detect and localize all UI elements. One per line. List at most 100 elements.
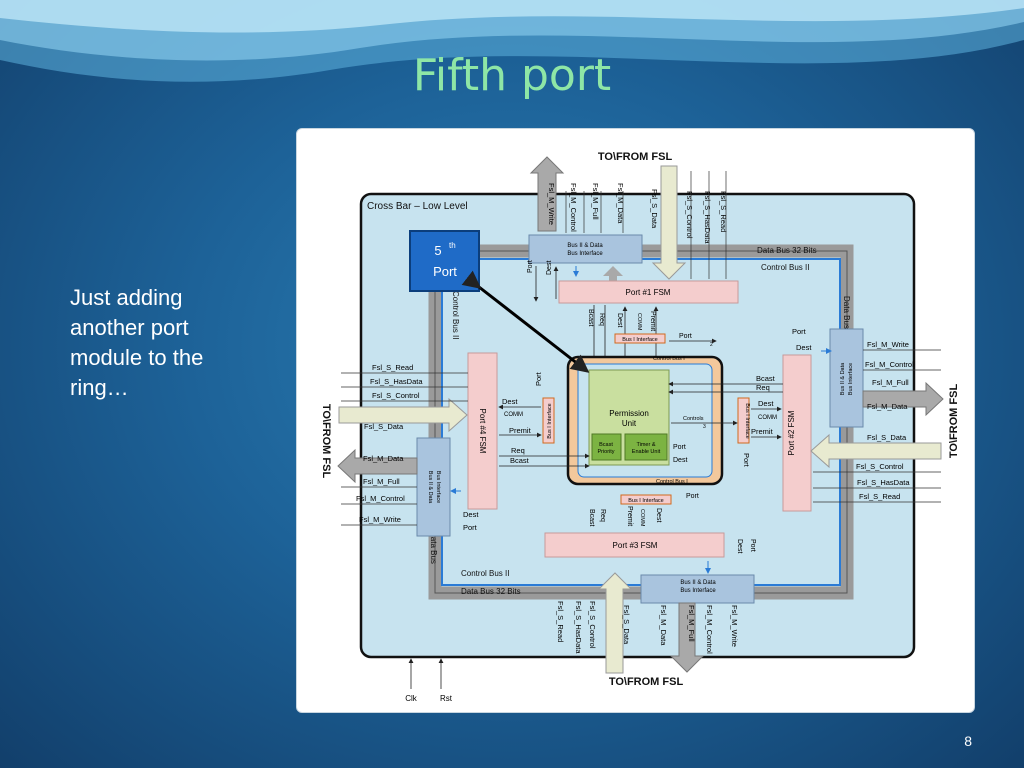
svg-text:Bus I Interface: Bus I Interface <box>622 337 657 343</box>
fsl-left-arrow-in <box>338 397 468 433</box>
svg-text:Fsl_M_Data: Fsl_M_Data <box>363 454 404 463</box>
svg-text:Fsl_M_Data: Fsl_M_Data <box>659 605 668 646</box>
header-wave <box>0 0 1024 82</box>
control-bus-ii-left: Control Bus II <box>451 291 460 339</box>
svg-text:Dest: Dest <box>736 539 743 553</box>
svg-text:Bus Interface: Bus Interface <box>435 471 441 503</box>
svg-text:Timer &: Timer & <box>636 442 655 448</box>
svg-text:Enable Unit: Enable Unit <box>632 449 661 455</box>
svg-text:Dest: Dest <box>546 261 553 275</box>
data-bus-32-top: Data Bus 32 Bits <box>757 246 817 255</box>
svg-text:Dest: Dest <box>673 457 687 464</box>
fsl-top-arrow-in <box>651 165 687 280</box>
svg-text:Priority: Priority <box>597 449 614 455</box>
bus-i-interface-left: Bus I Interface <box>542 397 555 444</box>
svg-text:2: 2 <box>710 342 713 348</box>
diagram-frame: Cross Bar – Low Level Data Bus 32 Bits C… <box>296 128 975 713</box>
svg-text:Req: Req <box>511 446 525 455</box>
svg-text:Req: Req <box>599 509 606 522</box>
port1-fsm: Port #1 FSM <box>558 280 739 304</box>
svg-text:Bus Interface: Bus Interface <box>848 363 854 395</box>
bcast-priority: Bcast Priority <box>591 433 622 461</box>
svg-text:Port #4 FSM: Port #4 FSM <box>478 409 487 454</box>
left-fsl-signals: Fsl_S_Read Fsl_S_HasData Fsl_S_Control F… <box>356 363 423 524</box>
control-bus-ii-top: Control Bus II <box>761 263 809 272</box>
control-bus-i-bottom: Control Bus I <box>656 479 688 485</box>
svg-text:Port: Port <box>463 523 478 532</box>
svg-text:Bus II & Data: Bus II & Data <box>680 580 716 586</box>
svg-text:Bus I Interface: Bus I Interface <box>744 403 750 438</box>
svg-text:COMM: COMM <box>639 509 645 527</box>
data-bus-32-bottom: Data Bus 32 Bits <box>461 587 521 596</box>
svg-text:Port #3 FSM: Port #3 FSM <box>613 541 658 550</box>
control-bus-ii-bottom: Control Bus II <box>461 569 509 578</box>
svg-text:Bus I Interface: Bus I Interface <box>628 498 663 504</box>
fsl-top-arrow-out <box>529 156 565 232</box>
bottom-fsl-signals: Fsl_S_Read Fsl_S_HasData Fsl_S_Control F… <box>556 601 739 654</box>
data-bus-right: Data Bus <box>842 296 851 329</box>
svg-text:COMM: COMM <box>636 313 642 331</box>
bus-i-interface-right: Bus I Interface <box>737 397 750 444</box>
svg-text:Fsl_M_Control: Fsl_M_Control <box>865 360 914 369</box>
svg-text:Port #2 FSM: Port #2 FSM <box>787 410 796 455</box>
svg-text:Port: Port <box>686 493 699 500</box>
svg-text:Port: Port <box>433 264 457 279</box>
svg-text:Dest: Dest <box>502 397 518 406</box>
svg-text:Port: Port <box>673 444 686 451</box>
dest-label-right-top: Dest <box>796 343 812 352</box>
svg-text:Fsl_S_Data: Fsl_S_Data <box>867 433 907 442</box>
svg-text:Fsl_S_Data: Fsl_S_Data <box>650 189 659 229</box>
svg-text:Fsl_M_Control: Fsl_M_Control <box>569 183 578 232</box>
svg-text:Premit: Premit <box>626 506 633 526</box>
svg-text:Dest: Dest <box>463 510 479 519</box>
svg-text:Dest: Dest <box>758 399 774 408</box>
control-bus-i-top: Control Bus I <box>653 356 685 362</box>
svg-text:3: 3 <box>703 424 706 430</box>
svg-text:Fsl_M_Control: Fsl_M_Control <box>705 605 714 654</box>
svg-text:Bus II & Data: Bus II & Data <box>427 471 433 504</box>
svg-text:Fsl_M_Data: Fsl_M_Data <box>616 183 625 224</box>
svg-text:Dest: Dest <box>655 508 662 522</box>
svg-text:Bcast: Bcast <box>756 374 776 383</box>
svg-text:Fsl_M_Write: Fsl_M_Write <box>547 183 556 225</box>
fsl-right-arrow-out <box>862 381 944 417</box>
port-label-right-top: Port <box>792 327 807 336</box>
svg-text:Bus II & Data: Bus II & Data <box>567 243 603 249</box>
top-fsl-signals: Fsl_M_Write Fsl_M_Control Fsl_M_Full Fsl… <box>547 183 728 244</box>
svg-text:Fsl_S_Data: Fsl_S_Data <box>622 605 631 645</box>
page-number: 8 <box>964 733 972 749</box>
svg-text:Bus II & Data: Bus II & Data <box>840 362 846 395</box>
svg-text:Bus I Interface: Bus I Interface <box>547 403 553 438</box>
svg-text:Port: Port <box>749 539 756 552</box>
svg-text:Fsl_M_Full: Fsl_M_Full <box>363 477 400 486</box>
svg-text:Fsl_S_Control: Fsl_S_Control <box>685 191 694 239</box>
svg-text:Fsl_S_Data: Fsl_S_Data <box>364 422 404 431</box>
svg-text:Fsl_M_Full: Fsl_M_Full <box>872 378 909 387</box>
svg-text:Fsl_S_Control: Fsl_S_Control <box>856 462 904 471</box>
svg-text:Unit: Unit <box>622 419 637 428</box>
svg-text:Premit: Premit <box>751 427 774 436</box>
svg-text:Permission: Permission <box>609 409 649 418</box>
svg-text:Port: Port <box>679 333 692 340</box>
fifth-port-connector <box>461 270 590 373</box>
svg-text:Fsl_M_Full: Fsl_M_Full <box>687 605 696 642</box>
rst-label: Rst <box>440 694 453 703</box>
fsl-bottom-label: TO\FROM FSL <box>609 676 684 688</box>
svg-text:Port: Port <box>534 371 543 386</box>
svg-text:Req: Req <box>756 383 770 392</box>
fsl-bottom-arrow-in <box>597 572 633 674</box>
svg-text:Fsl_S_Control: Fsl_S_Control <box>588 601 597 649</box>
data-bus-left: Data Bus <box>429 531 438 564</box>
svg-text:Fsl_S_Read: Fsl_S_Read <box>719 191 728 232</box>
fsl-bottom-arrow-out <box>669 602 705 673</box>
body-text: Just adding another port module to the r… <box>70 285 204 400</box>
svg-text:Fsl_S_HasData: Fsl_S_HasData <box>857 478 910 487</box>
svg-text:Port #1 FSM: Port #1 FSM <box>626 288 671 297</box>
svg-text:COMM: COMM <box>504 412 523 418</box>
crossbar-diagram: Cross Bar – Low Level Data Bus 32 Bits C… <box>320 151 960 703</box>
bus-i-interface-bottom: Bus I Interface <box>620 494 672 505</box>
svg-text:Bcast: Bcast <box>510 456 530 465</box>
bus-i-interface-top: Bus I Interface <box>614 333 666 344</box>
bus-interface-right: Bus II & Data Bus Interface <box>829 328 864 428</box>
right-fsl-signals: Fsl_M_Write Fsl_M_Control Fsl_M_Full Fsl… <box>856 340 914 501</box>
